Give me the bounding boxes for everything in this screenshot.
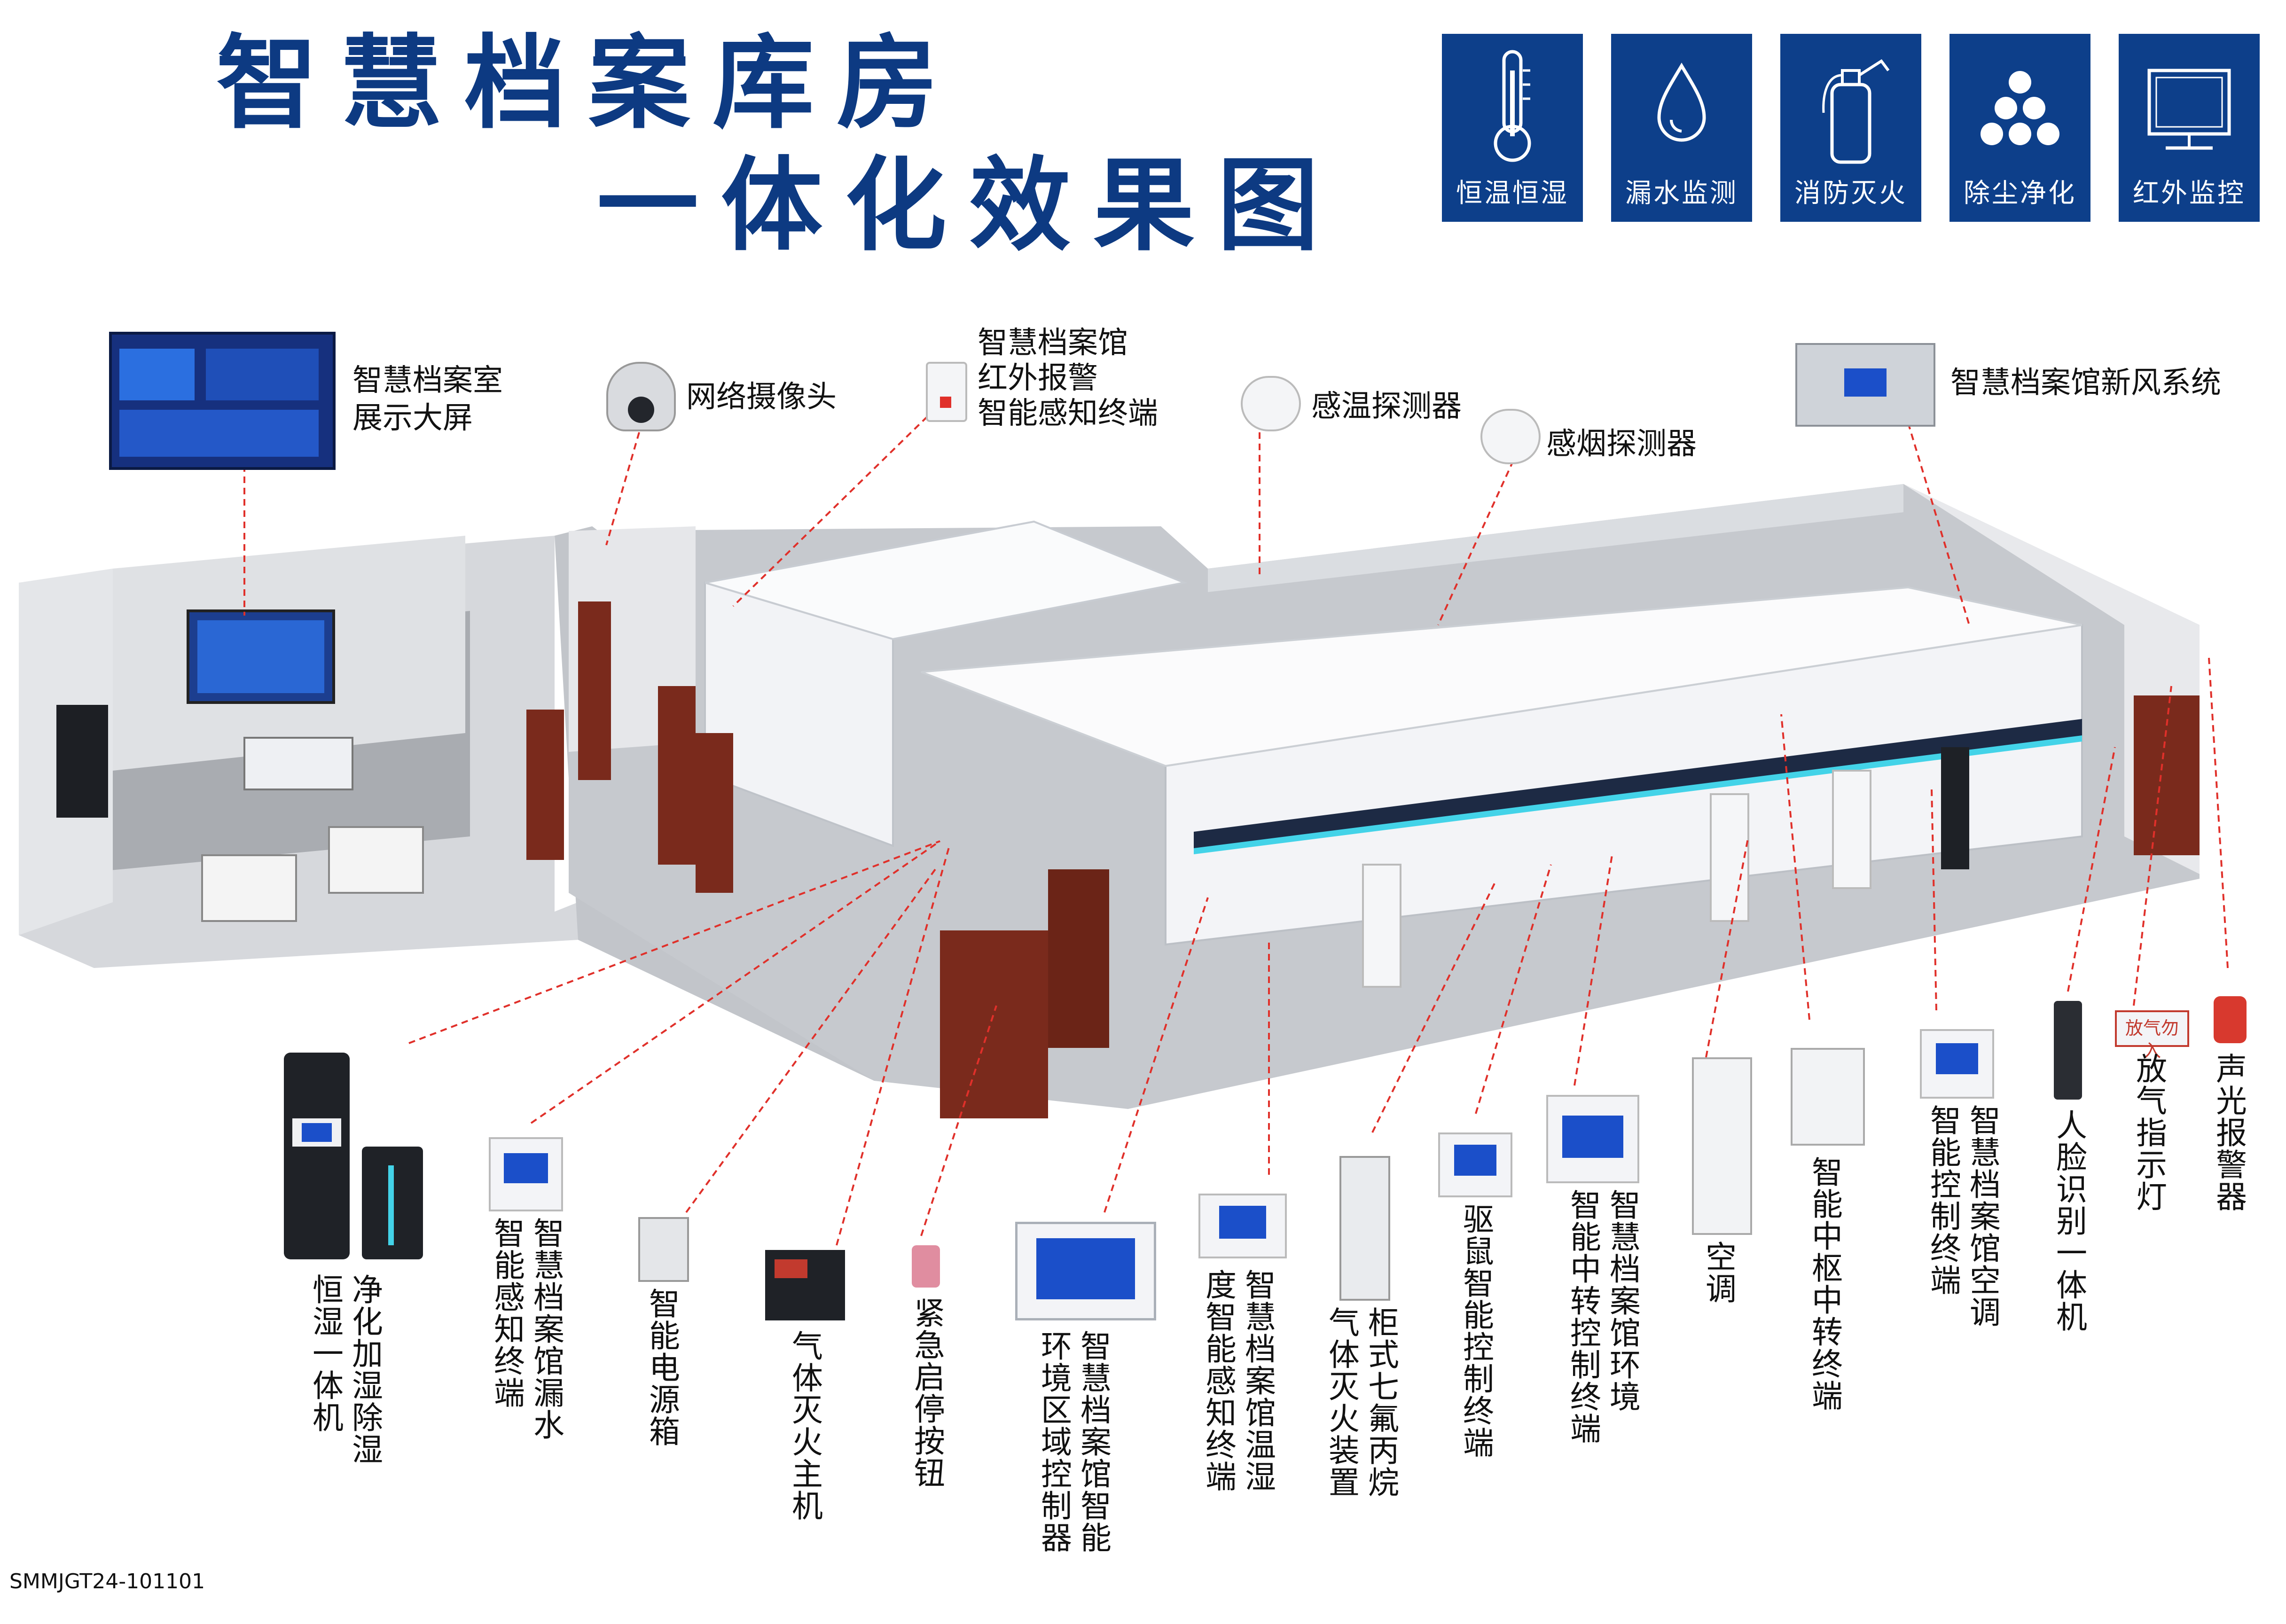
page-title-line2: 一体化效果图 [597,147,1342,265]
humidifier-cabinet [362,1147,423,1259]
control-desk [243,737,353,790]
label-infrared-2: 红外报警 [978,361,1098,396]
aircon-control-terminal-icon [1920,1029,1994,1099]
gas-cabinet-icon [1339,1156,1390,1301]
feature-tile-infrared: 红外监控 [2119,34,2260,222]
label-gas-host: 气体灭火主机 [787,1330,823,1522]
leader-lines [243,408,2229,1246]
face-id-terminal-icon [2054,1001,2082,1100]
exhaust-sign-text: 放气勿入 [2125,1018,2179,1061]
label-alarm: 声光报警器 [2211,1053,2247,1212]
face-id-gate [1941,747,1969,869]
door [658,686,696,865]
label-temp-humid-a: 智慧档案馆温湿 [1240,1269,1276,1492]
network-camera-icon [606,362,676,431]
emergency-stop-button-icon [912,1245,940,1288]
feature-label: 漏水监测 [1625,178,1738,209]
fresh-air-unit-icon [1795,343,1935,427]
smoke-detector-icon [1480,409,1541,464]
label-infrared-3: 智能感知终端 [978,396,1158,431]
label-gas-cabinet-a: 柜式七氟丙烷 [1363,1306,1399,1498]
door [1048,869,1109,1048]
label-aircon: 空调 [1700,1241,1737,1304]
label-display-screen-2: 展示大屏 [352,401,473,436]
feature-label: 恒温恒湿 [1456,178,1569,209]
label-face-id: 人脸识别一体机 [2051,1109,2087,1333]
server-cabinet [56,705,108,818]
central-hub-terminal-icon [1791,1048,1865,1146]
infrared-sensor-icon [926,362,967,422]
door [526,710,564,860]
aircon-unit-icon [1692,1057,1752,1235]
label-temperature-detector: 感温探测器 [1311,389,1462,424]
power-box-icon [638,1217,689,1282]
product-code: SMMJGT24-101101 [9,1569,205,1593]
label-env-transfer-a: 智慧档案馆环境 [1605,1189,1641,1413]
label-rodent: 驱鼠智能控制终端 [1458,1203,1494,1459]
label-purifier-b: 净化加湿除湿 [347,1273,383,1465]
label-gas-cabinet-b: 气体灭火装置 [1323,1306,1360,1498]
floor-aircon-unit [1832,770,1871,889]
purifier-cabinet [284,1053,350,1259]
temp-humidity-terminal-icon [1198,1194,1287,1258]
door [578,601,611,780]
gas-extinguisher-host-icon [765,1250,845,1320]
water-drop-icon [1657,62,1706,142]
feature-label: 消防灭火 [1794,178,1907,209]
label-display-screen-1: 智慧档案室 [352,363,503,398]
dust-dots-icon [1981,71,2059,145]
label-temp-humid-b: 度智能感知终端 [1200,1269,1237,1492]
label-env-control-b: 环境区域控制器 [1036,1330,1072,1554]
feature-tile-leak: 漏水监测 [1611,34,1752,222]
label-power-box: 智能电源箱 [644,1288,680,1447]
label-ac-control-b: 智能控制终端 [1925,1104,1961,1296]
exhaust-warning-light: 放气勿入 [2115,1010,2189,1061]
label-env-transfer-b: 智能中转控制终端 [1565,1189,1601,1444]
label-central-hub: 智能中枢中转终端 [1807,1156,1843,1412]
label-infrared-1: 智慧档案馆 [978,326,1128,360]
meeting-table [201,854,297,922]
storage-room [526,484,2200,1118]
feature-tile-fire: 消防灭火 [1780,34,1921,222]
meeting-table [328,826,424,894]
feature-tile-dust: 除尘净化 [1949,34,2090,222]
label-network-camera: 网络摄像头 [686,380,837,414]
feature-tile-temperature: 恒温恒湿 [1442,34,1583,222]
temperature-detector-icon [1241,376,1301,431]
label-purifier-a: 恒湿一体机 [307,1273,344,1433]
sound-light-alarm-icon [2214,996,2247,1043]
exhibition-room [19,536,578,968]
monitor-icon [2147,69,2231,150]
floor-aircon-unit [1710,793,1749,922]
rodent-repeller-terminal-icon [1438,1132,1512,1197]
label-exhaust-light: 放气指示灯 [2131,1053,2167,1212]
label-env-control-a: 智慧档案馆智能 [1075,1330,1112,1554]
environment-transfer-terminal-icon [1546,1095,1639,1183]
label-fresh-air-system: 智慧档案馆新风系统 [1950,366,2221,400]
door [940,930,1048,1118]
label-leak-b: 智能感知终端 [489,1217,525,1409]
environment-controller-icon [1015,1222,1156,1320]
display-screen-thumbnail [109,332,336,470]
page-title-line1: 智慧档案库房 [216,24,961,142]
leak-sensor-terminal [489,1137,563,1211]
feature-label: 红外监控 [2133,178,2246,209]
floor-aircon-unit [1362,864,1401,988]
label-emergency-button: 紧急启停按钮 [909,1297,945,1489]
label-smoke-detector: 感烟探测器 [1546,427,1697,461]
label-leak-a: 智慧档案馆漏水 [528,1217,564,1441]
thermometer-icon [1494,50,1531,162]
feature-label: 除尘净化 [1964,178,2076,209]
door [696,733,733,893]
label-ac-control-a: 智慧档案馆空调 [1965,1104,2001,1328]
fire-extinguisher-icon [1822,59,1890,164]
